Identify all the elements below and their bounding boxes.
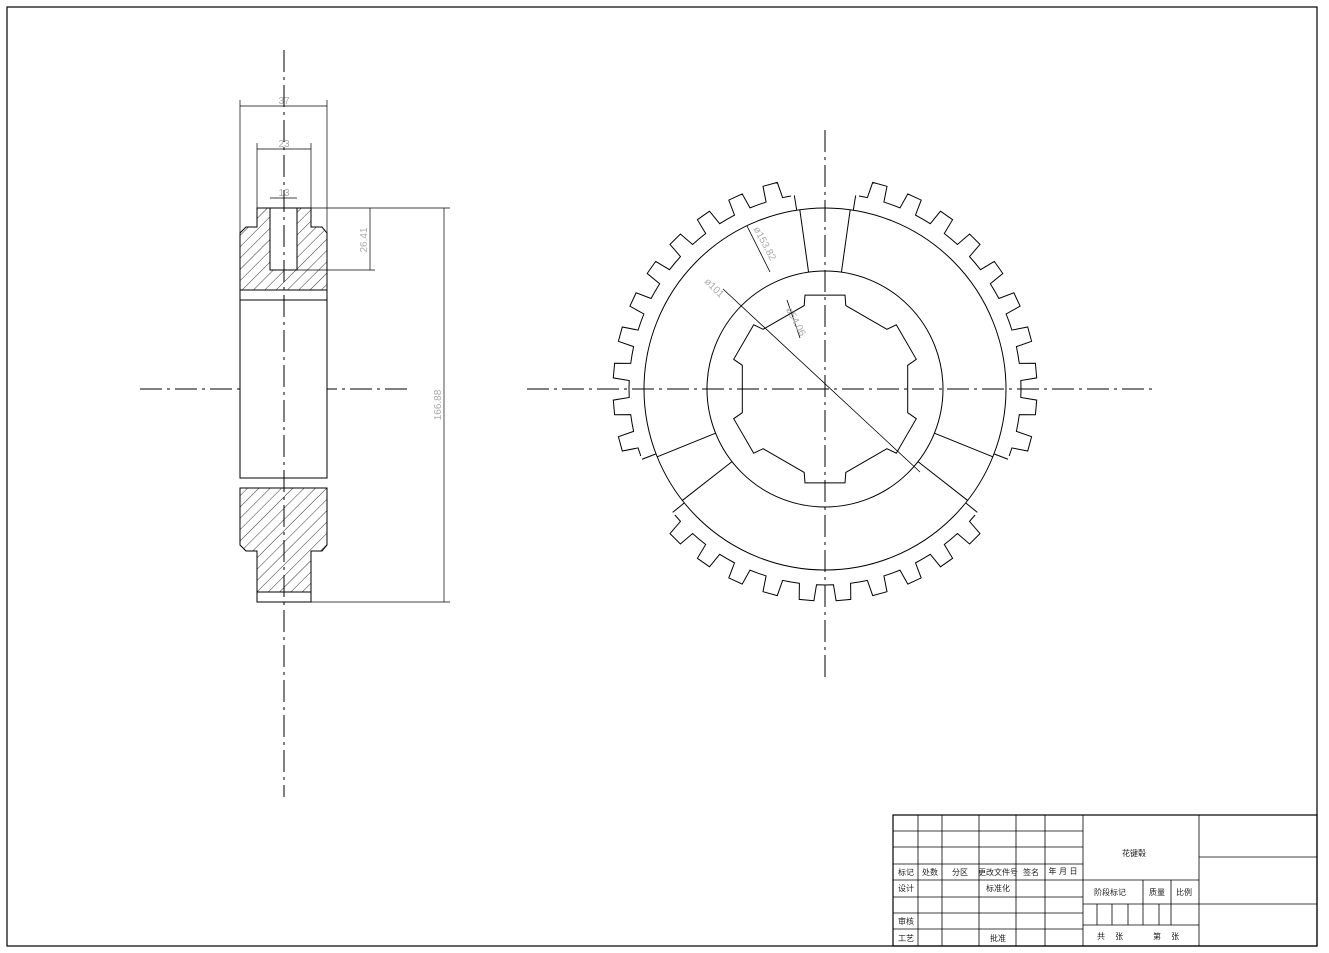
slot-edge — [656, 432, 716, 458]
slot-edge — [799, 209, 810, 273]
spline-hole — [733, 294, 917, 484]
part-name: 花键毂 — [1122, 848, 1146, 858]
label-mass: 质量 — [1149, 887, 1165, 897]
dim-dia-inner: ø101 — [702, 276, 726, 300]
label-approve: 批准 — [990, 933, 1006, 943]
dim-dia-spline: ø54.06 — [783, 305, 808, 338]
inner-circle — [706, 270, 944, 508]
header-signature: 签名 — [1023, 867, 1039, 877]
dim-height-total: 166.88 — [433, 389, 444, 420]
gap-edge — [993, 453, 1009, 460]
leader-dia-inner — [722, 288, 921, 473]
gap-edge — [965, 502, 978, 513]
gap-edge — [852, 195, 857, 211]
title-block — [892, 814, 1318, 947]
dim-slot-depth: 26.41 — [359, 227, 370, 252]
sheet-border — [6, 6, 1318, 947]
header-date: 年 月 日 — [1048, 866, 1077, 876]
header-mark: 标记 — [898, 867, 914, 877]
label-sheet-no: 第 张 — [1153, 931, 1179, 941]
slot-edge — [917, 461, 968, 501]
label-total-sheets: 共 张 — [1097, 932, 1123, 941]
label-review: 审核 — [898, 916, 914, 926]
dim-width-slot: 13 — [278, 188, 290, 199]
label-stage-mark: 阶段标记 — [1094, 887, 1126, 897]
section-view — [140, 50, 450, 797]
gap-edge — [641, 453, 657, 460]
label-standardize: 标准化 — [986, 883, 1010, 893]
gear-front-view — [527, 130, 1157, 677]
slot-edge — [934, 432, 994, 458]
label-process: 工艺 — [898, 934, 914, 943]
dim-width-hub: 23 — [278, 139, 290, 150]
header-zone: 分区 — [952, 868, 968, 877]
dim-width-outer: 37 — [278, 96, 290, 107]
slot-edge — [682, 461, 733, 501]
dim-dia-ring: ø153.82 — [751, 225, 778, 263]
label-design: 设计 — [898, 883, 914, 893]
header-change-doc: 更改文件号 — [978, 867, 1018, 877]
gap-edge — [672, 502, 685, 513]
label-scale: 比例 — [1176, 887, 1192, 897]
gear-teeth — [612, 181, 1038, 602]
gap-edge — [793, 195, 798, 211]
header-count: 处数 — [922, 867, 938, 877]
slot-edge — [840, 209, 851, 273]
ring-circle — [643, 207, 1007, 571]
